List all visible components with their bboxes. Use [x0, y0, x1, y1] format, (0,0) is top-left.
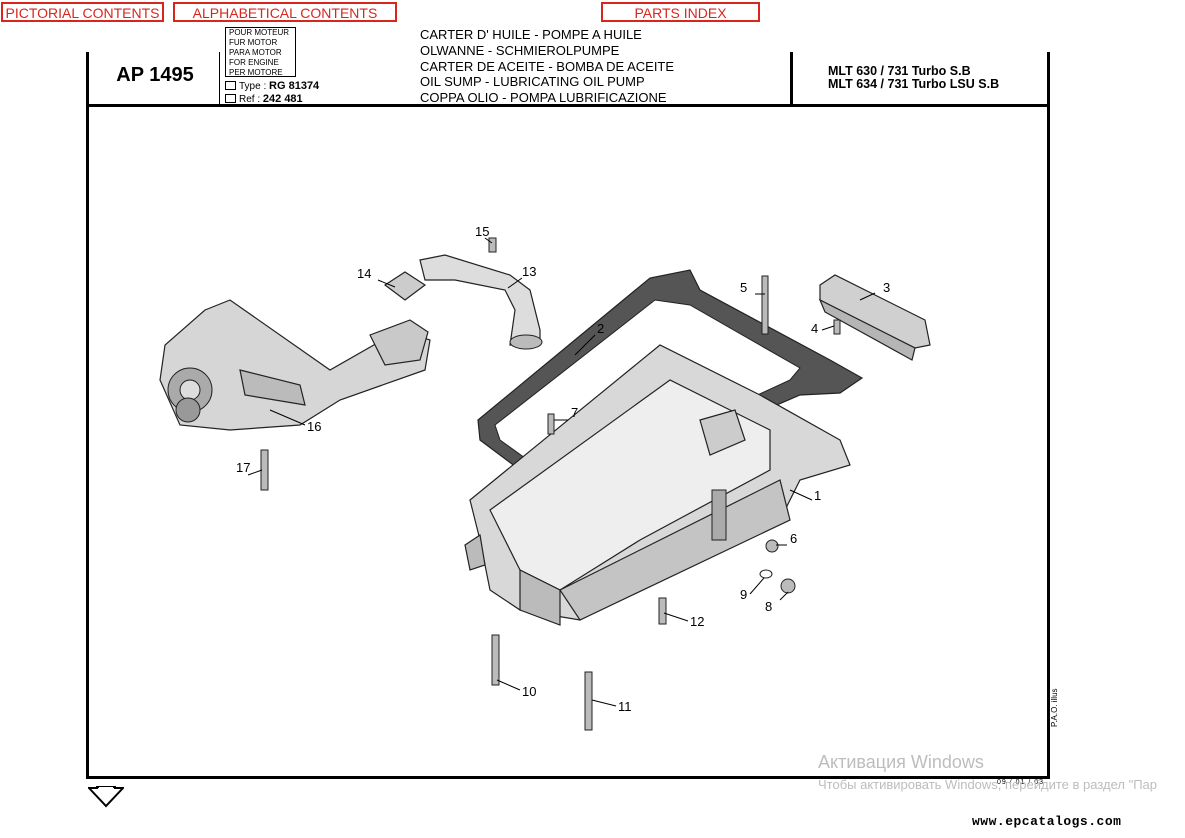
title-fr: CARTER D' HUILE - POMPE A HUILE: [420, 27, 642, 42]
engine-label-es: PARA MOTOR: [229, 48, 282, 57]
oil-sump-drawing: [464, 344, 851, 626]
callout-9: 9: [740, 587, 747, 602]
pickup-tube-drawing: [383, 237, 543, 350]
plug-6-drawing: [765, 539, 779, 553]
callout-14: 14: [357, 266, 371, 281]
callout-11: 11: [618, 699, 632, 714]
callout-10: 10: [522, 684, 536, 699]
engine-label-de: FUR MOTOR: [229, 38, 278, 47]
bolt-17-drawing: [260, 449, 269, 491]
header-divider-2: [790, 52, 793, 105]
frame-left-border: [86, 52, 89, 779]
title-es: CARTER DE ACEITE - BOMBA DE ACEITE: [420, 58, 675, 74]
callout-15: 15: [475, 224, 489, 239]
callout-17: 17: [236, 460, 250, 475]
engine-label-fr: POUR MOTEUR: [229, 28, 289, 37]
callout-4: 4: [811, 321, 818, 336]
next-page-arrow-icon[interactable]: [88, 786, 124, 808]
bolt-10-drawing: [491, 634, 500, 686]
checkbox-icon: [225, 81, 236, 90]
type-value: RG 81374: [269, 80, 320, 92]
parts-index-link[interactable]: PARTS INDEX: [601, 2, 760, 22]
callout-8: 8: [765, 599, 772, 614]
callout-16: 16: [307, 419, 321, 434]
windows-activation-subtitle: Чтобы активировать Windows, перейдите в …: [818, 777, 1158, 792]
windows-activation-title: Активация Windows: [818, 752, 984, 772]
leader-lines: [247, 237, 876, 707]
machine-models: MLT 630 / 731 Turbo S.B MLT 634 / 731 Tu…: [828, 65, 999, 91]
ref-value: 242 481: [262, 93, 303, 105]
callout-5: 5: [740, 280, 747, 295]
alphabetical-contents-link[interactable]: ALPHABETICAL CONTENTS: [173, 2, 397, 22]
ref-label: Ref :: [239, 94, 261, 105]
washer-9-drawing: [759, 569, 773, 579]
bolt-12-drawing: [658, 597, 667, 625]
retaining-strap-drawing: [818, 274, 931, 361]
gasket-drawing: [477, 269, 864, 486]
header-divider-1: [219, 52, 220, 105]
engine-label-it: PER MOTORE: [229, 68, 283, 77]
callout-6: 6: [790, 531, 797, 546]
type-label: Type :: [239, 81, 267, 92]
callout-12: 12: [690, 614, 704, 629]
header-bottom-rule: [86, 104, 1050, 107]
bolt-11-drawing: [584, 671, 593, 731]
website-watermark: www.epcatalogs.com: [972, 814, 1122, 829]
frame-bottom-border: [86, 776, 1050, 779]
title-en: OIL SUMP - LUBRICATING OIL PUMP: [420, 74, 645, 90]
title-it: COPPA OLIO - POMPA LUBRIFICAZIONE: [420, 90, 667, 106]
screw-7-drawing: [547, 413, 555, 435]
engine-ref: Ref : 242 481: [225, 93, 303, 105]
stud-drawing: [761, 275, 769, 335]
engine-label-box: POUR MOTEUR FUR MOTOR PARA MOTOR FOR ENG…: [225, 27, 296, 77]
illustration-date: 09 / 01 / 03: [997, 779, 1045, 786]
oil-pump-drawing: [159, 299, 431, 431]
callout-7: 7: [571, 405, 578, 420]
callout-1: 1: [814, 488, 821, 503]
callout-13: 13: [522, 264, 536, 279]
pictorial-contents-link[interactable]: PICTORIAL CONTENTS: [1, 2, 164, 22]
callout-3: 3: [883, 280, 890, 295]
small-screw-drawing: [833, 319, 841, 335]
title-de: OLWANNE - SCHMIEROLPUMPE: [420, 42, 620, 58]
engine-label-en: FOR ENGINE: [229, 58, 279, 67]
drain-plug-8-drawing: [780, 578, 796, 594]
frame-right-border: [1047, 52, 1050, 779]
engine-type: Type : RG 81374: [225, 80, 319, 92]
section-titles: CARTER D' HUILE - POMPE A HUILE OLWANNE …: [420, 27, 674, 106]
callout-2: 2: [597, 321, 604, 336]
page-code: AP 1495: [116, 64, 194, 86]
illustration-credit: P.A.O. illus: [1050, 688, 1059, 727]
model-1: MLT 630 / 731 Turbo S.B: [828, 64, 971, 78]
checkbox-icon: [225, 94, 236, 103]
model-2: MLT 634 / 731 Turbo LSU S.B: [828, 77, 1000, 91]
